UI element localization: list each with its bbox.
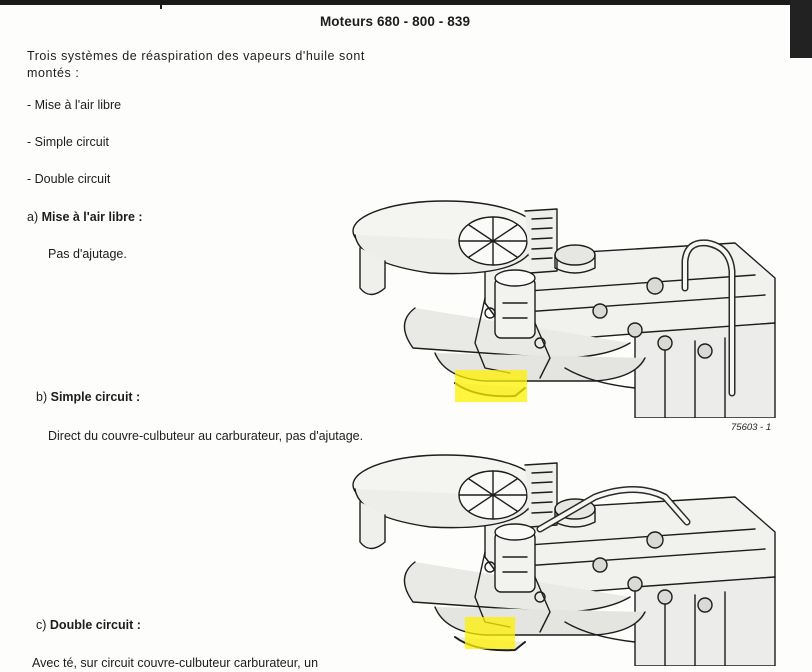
figure-reference: 75603 - 1	[731, 422, 772, 433]
section-b-body: Direct du couvre-culbuteur au carburateu…	[48, 429, 364, 443]
system-list-item-1: - Mise à l'air libre	[27, 98, 122, 112]
section-a-marker: a)	[27, 210, 39, 224]
section-b-title: Simple circuit :	[50, 390, 141, 404]
section-c-heading: c) Double circuit :	[36, 617, 141, 634]
section-a-title: Mise à l'air libre :	[41, 210, 143, 224]
top-border-tick	[160, 0, 162, 9]
section-b-marker: b)	[36, 390, 48, 404]
section-c-title: Double circuit :	[49, 618, 141, 632]
section-a-body: Pas d'ajutage.	[48, 247, 127, 261]
top-border-rule	[0, 0, 790, 5]
section-a-heading: a) Mise à l'air libre :	[27, 209, 143, 226]
page-title: Moteurs 680 - 800 - 839	[319, 14, 471, 29]
section-b-heading: b) Simple circuit :	[36, 389, 140, 406]
system-list-item-2: - Simple circuit	[27, 135, 109, 149]
page-edge-tab	[790, 0, 812, 58]
intro-paragraph: Trois systèmes de réaspiration des vapeu…	[27, 49, 365, 80]
highlight-marker	[455, 370, 527, 402]
engine-illustration-open-air	[352, 200, 776, 418]
engine-illustration-simple-circuit	[352, 454, 776, 666]
highlight-marker	[465, 617, 515, 649]
section-c-marker: c)	[36, 618, 47, 632]
system-list-item-3: - Double circuit	[27, 172, 111, 186]
